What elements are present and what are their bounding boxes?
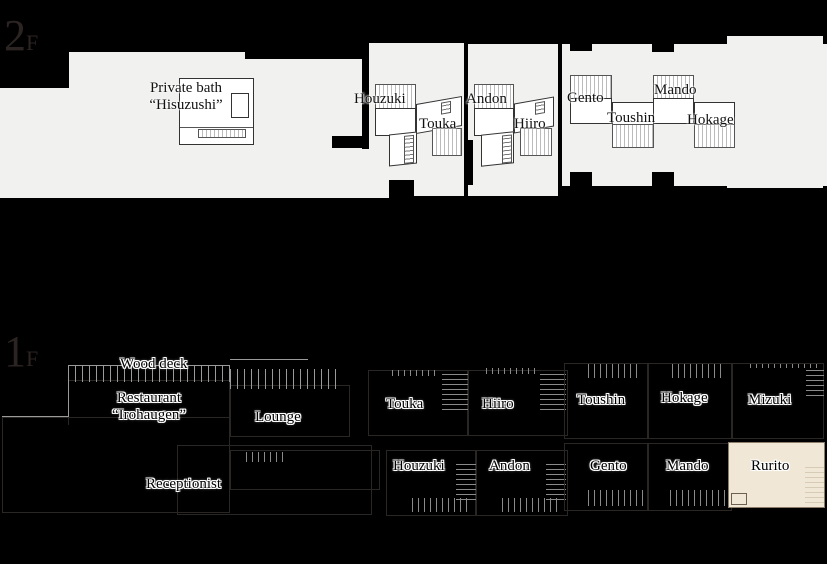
touka-balcony [432, 128, 462, 156]
mizuki-steps [806, 366, 824, 396]
floor-2-east-notch-3 [570, 172, 592, 186]
restaurant-label-line1: Restaurant [116, 390, 182, 406]
room-label-hokage-1f: Hokage [661, 390, 708, 406]
room-label-hokage-2f: Hokage [687, 112, 734, 128]
floor-1-label: 1F [4, 330, 38, 374]
stair-icon [404, 134, 414, 164]
floor-2-east-notch-2 [652, 44, 674, 52]
hiiro-balcony [520, 128, 552, 156]
room-label-andon-1f: Andon [489, 458, 530, 474]
floor-2-label: 2F [4, 14, 38, 58]
private-bath-label: Private bath “Hisuzushi” [140, 80, 232, 113]
floor-1-suffix: F [26, 346, 39, 371]
room-label-toushin-2f: Toushin [607, 110, 656, 126]
lounge-deck-rail [230, 369, 342, 389]
andon-steps [546, 462, 566, 500]
restaurant-label: Restaurant “Irohaugen” [103, 390, 195, 423]
private-bath-hisuzushi[interactable] [179, 78, 254, 145]
hiiro-deck [486, 368, 536, 374]
floor-2-east-wing-ext [727, 36, 823, 188]
room-hokage-1f[interactable] [648, 363, 732, 439]
room-hokage-2f[interactable] [694, 102, 735, 126]
floor-2-east-notch-4 [652, 172, 674, 186]
room-toushin-1f[interactable] [564, 363, 648, 439]
floor-2-gap [362, 59, 370, 149]
floor-1-west-rail-vert [68, 365, 69, 417]
floor-2-number: 2 [4, 11, 26, 60]
mando-balcony [653, 75, 694, 99]
mizuki-deck [750, 364, 820, 368]
floor-2-east-notch-1 [570, 44, 592, 51]
room-andon-2f-stair [481, 131, 514, 167]
room-mando-2f[interactable] [653, 98, 694, 124]
stair-icon [535, 101, 545, 115]
room-label-houzuki-2f: Houzuki [354, 91, 406, 107]
room-label-touka-2f: Touka [419, 116, 457, 132]
gento-balcony [570, 75, 612, 99]
room-label-toushin-1f: Toushin [577, 392, 626, 408]
room-label-houzuki-1f: Houzuki [393, 458, 445, 474]
room-gento-1f[interactable] [564, 443, 648, 511]
wood-deck-rail [68, 366, 230, 382]
lounge-label: Lounge [255, 409, 301, 425]
touka-steps [442, 372, 468, 410]
toushin-balcony [612, 124, 654, 148]
houzuki-steps [456, 462, 476, 500]
room-label-hiiro-1f: Hiiro [482, 396, 514, 412]
room-andon-1f[interactable] [476, 450, 568, 516]
floor-2-suffix: F [26, 30, 39, 55]
lounge-steps [246, 452, 286, 462]
floor-2-block-gap-b [468, 140, 473, 185]
hokage-balcony [694, 124, 735, 148]
room-label-mando-1f: Mando [666, 458, 709, 474]
floor-2-west-wing-upper2 [245, 59, 362, 92]
floor-1-reception-outline [177, 445, 372, 515]
receptionist-label: Receptionist [146, 476, 221, 492]
wood-deck-rail-top-2 [230, 359, 308, 360]
wood-deck-rail-top [68, 365, 230, 366]
floor-2-block-gap-a [389, 180, 414, 200]
andon-balcony [474, 84, 514, 109]
touka-deck [392, 370, 438, 376]
wood-deck-label: Wood deck [120, 356, 188, 372]
room-houzuki-2f-stair [389, 131, 417, 167]
room-toushin-2f[interactable] [612, 102, 654, 126]
houzuki-deck [412, 498, 472, 512]
room-label-gento-2f: Gento [567, 90, 604, 106]
bath-divider [180, 127, 253, 128]
bath-slats [198, 129, 246, 138]
toushin-deck [588, 364, 640, 378]
private-bath-label-line1: Private bath [149, 80, 223, 96]
stair-icon [441, 100, 451, 115]
bathtub [231, 93, 249, 118]
hiiro-steps [540, 372, 566, 410]
room-label-gento-1f: Gento [590, 458, 627, 474]
room-label-rurito-1f: Rurito [751, 458, 790, 474]
andon-deck [502, 498, 562, 512]
room-gento-2f[interactable] [570, 98, 612, 124]
room-mizuki-1f[interactable] [732, 363, 824, 439]
room-label-andon-2f: Andon [466, 91, 507, 107]
gento-deck [588, 490, 644, 506]
floor-1-number: 1 [4, 327, 26, 376]
rurito-bath [731, 493, 747, 505]
mando-deck [670, 490, 728, 506]
room-label-hiiro-2f: Hiiro [514, 116, 546, 132]
rurito-balcony [805, 463, 824, 507]
hokage-deck [672, 364, 724, 378]
room-label-mizuki-1f: Mizuki [748, 392, 792, 408]
floor-2-notch [332, 136, 362, 148]
room-rurito-1f[interactable] [728, 442, 825, 508]
room-label-touka-1f: Touka [386, 396, 424, 412]
restaurant-label-line2: “Irohaugen” [111, 406, 187, 423]
room-label-mando-2f: Mando [654, 82, 697, 98]
stair-icon [502, 134, 512, 164]
floor-1-west-rail [2, 416, 69, 417]
floor-1-west-outline [2, 417, 230, 513]
private-bath-label-line2: “Hisuzushi” [149, 96, 223, 113]
floor-1-corridor-outline [230, 450, 380, 490]
